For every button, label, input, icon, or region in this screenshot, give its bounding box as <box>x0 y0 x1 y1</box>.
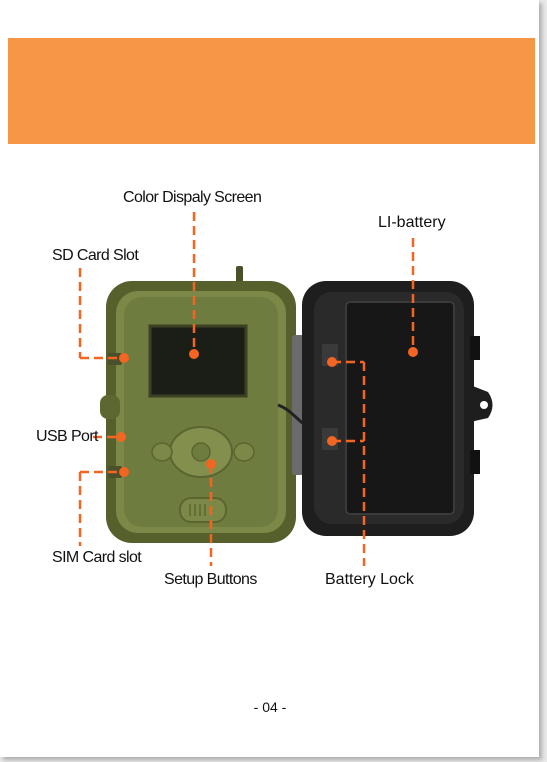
header-banner <box>8 38 535 144</box>
side-clip <box>100 395 120 419</box>
callout-dot-screen <box>189 349 199 359</box>
label-usb-port: USB Port <box>36 428 98 445</box>
callout-dot-setup <box>206 459 216 469</box>
label-battery-lock: Battery Lock <box>325 571 414 588</box>
callout-dot-lock-bottom <box>327 436 337 446</box>
side-latch-top <box>470 336 480 360</box>
label-color-display-screen: Color Dispaly Screen <box>123 189 262 206</box>
mode-button <box>233 442 255 462</box>
menu-button <box>151 442 173 462</box>
callout-dot-usb <box>116 432 126 442</box>
manual-page: Color Dispaly Screen LI-battery SD Card … <box>0 0 539 757</box>
callout-dot-sd <box>119 353 129 363</box>
power-switch <box>179 497 227 523</box>
label-li-battery: LI-battery <box>378 214 446 231</box>
callout-dot-sim <box>119 467 129 477</box>
battery-cover <box>345 301 455 515</box>
antenna <box>236 266 243 284</box>
hinge <box>292 335 304 475</box>
label-setup-buttons: Setup Buttons <box>164 571 257 588</box>
camera-illustration <box>78 212 493 566</box>
display-screen <box>148 324 248 398</box>
ok-button <box>191 442 211 462</box>
side-latch-bottom <box>470 450 480 474</box>
callout-dot-lock-top <box>327 357 337 367</box>
page-number: - 04 - <box>253 699 287 715</box>
callout-dot-battery <box>408 347 418 357</box>
label-sim-card-slot: SIM Card slot <box>52 549 142 566</box>
label-sd-card-slot: SD Card Slot <box>52 247 139 264</box>
